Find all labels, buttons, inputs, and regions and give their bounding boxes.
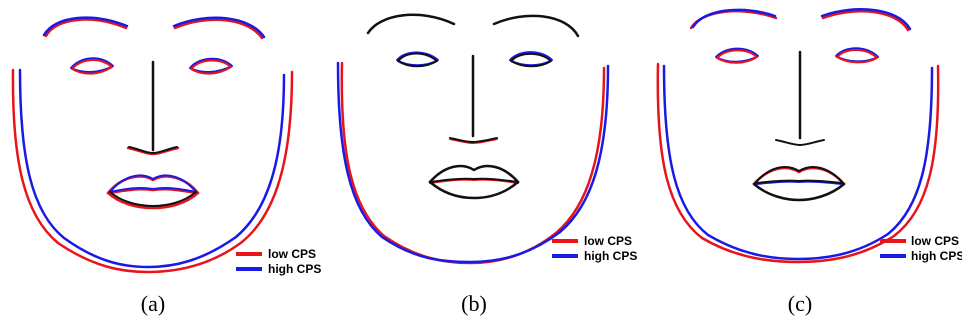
legend-label-high: high CPS <box>911 249 962 263</box>
face-outline-high-cps <box>664 66 932 259</box>
panel-a: low CPS high CPS (a) <box>13 18 321 316</box>
panel-caption-c: (c) <box>788 291 812 316</box>
legend-label-low: low CPS <box>584 234 632 248</box>
panel-c: low CPS high CPS (c) <box>658 9 962 316</box>
left-eyebrow <box>368 15 454 33</box>
panel-b: low CPS high CPS (b) <box>338 15 637 316</box>
legend-label-low: low CPS <box>268 247 316 261</box>
right-eyebrow-low <box>823 11 908 30</box>
legend-label-low: low CPS <box>911 234 959 248</box>
legend-label-high: high CPS <box>584 249 637 263</box>
right-eyebrow <box>494 16 578 36</box>
nose-base <box>776 140 824 145</box>
left-eyebrow-high <box>693 10 775 27</box>
face-outline-low-cps <box>658 64 938 262</box>
legend-a: low CPS high CPS <box>236 247 321 276</box>
legend-label-high: high CPS <box>268 262 321 276</box>
panel-caption-a: (a) <box>141 291 165 316</box>
panel-caption-b: (b) <box>461 291 487 316</box>
legend-b: low CPS high CPS <box>552 234 637 263</box>
lower-lip <box>754 184 844 200</box>
lower-lip <box>430 182 518 198</box>
lower-lip-high <box>110 192 196 206</box>
